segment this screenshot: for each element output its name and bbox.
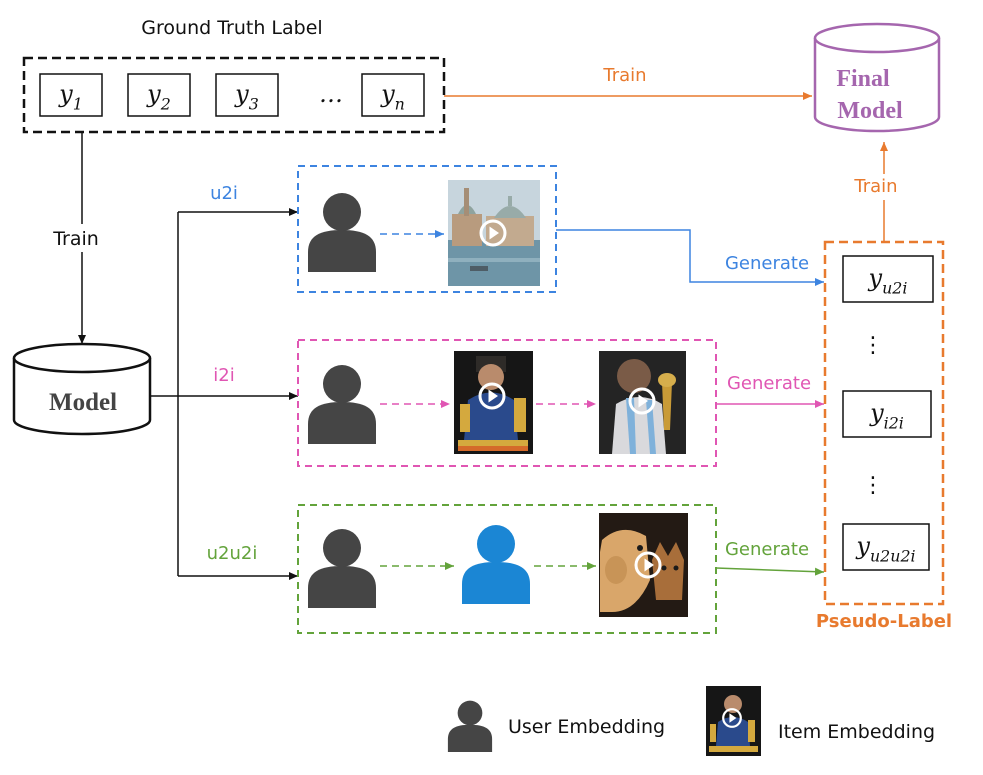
generate-u2u2i-arrow [715, 567, 825, 576]
train-right-label: Train [853, 176, 897, 197]
dog-and-cat-photo-icon [599, 513, 688, 617]
ground-truth-label-1-base: y [58, 80, 73, 108]
svg-text:…: … [319, 80, 343, 108]
legend-user-icon [447, 700, 493, 752]
ground-truth-label-5-base: y [380, 80, 395, 108]
pseudo-label-3-subscript: u2u2i [870, 546, 916, 565]
pseudo-label-2-subscript: i2i [884, 413, 904, 432]
ground-truth-label-2-base: y [146, 80, 161, 108]
ground-truth-title: Ground Truth Label [141, 17, 322, 39]
legend: User Embedding Item Embedding [447, 686, 935, 756]
ground-truth-label-4-base: … [319, 80, 343, 108]
generate-u2i-arrow [556, 229, 824, 286]
u2i-label: u2i [210, 183, 238, 204]
i2i-path-box [297, 339, 717, 467]
pseudo-label-1-subscript: u2i [882, 278, 907, 297]
venice-photo-icon [448, 180, 540, 286]
legend-item-label: Item Embedding [778, 721, 935, 743]
svg-text:yi2i: yi2i [869, 399, 904, 432]
svg-text:yu2u2i: yu2u2i [855, 532, 915, 565]
ground-truth-label-2: y2 [127, 73, 191, 117]
pseudo-label-1: yu2i [842, 255, 934, 303]
svg-text:yu2i: yu2i [868, 264, 908, 297]
final-model-label-line2: Model [837, 98, 903, 124]
model-label: Model [49, 389, 117, 416]
user-icon [308, 193, 376, 272]
u2u2i-path-box [297, 504, 717, 634]
ground-truth-label-5-subscript: n [395, 94, 405, 113]
pseudo-label-dots-1: ⋮ [862, 333, 884, 358]
ground-truth-label-3-base: y [234, 80, 249, 108]
final-model-label-line1: Final [836, 66, 890, 92]
pseudo-label-1-base: y [868, 264, 883, 292]
generate-u2u2i-label: Generate [725, 539, 809, 560]
basketball-champion-photo-icon [454, 351, 533, 454]
ground-truth-label-5: yn [361, 73, 425, 117]
ground-truth-label-3: y3 [215, 73, 279, 117]
ground-truth-label-2-subscript: 2 [160, 94, 171, 113]
final-model-cylinder: Final Model [813, 22, 941, 133]
ground-truth-label-3-subscript: 3 [249, 94, 259, 113]
train-left-label: Train [52, 228, 99, 250]
pseudo-label-3: yu2u2i [842, 523, 930, 571]
pseudo-label-2-base: y [869, 399, 884, 427]
generate-u2i-label: Generate [725, 253, 809, 274]
model-cylinder: Model [12, 342, 152, 436]
ground-truth-box [22, 56, 446, 134]
i2i-label: i2i [213, 365, 234, 386]
user-icon [308, 529, 376, 608]
u2u2i-label: u2u2i [207, 543, 258, 564]
pseudo-label-2: yi2i [842, 390, 932, 438]
train-top-label: Train [602, 65, 646, 86]
ground-truth-label-4: … [319, 80, 343, 108]
svg-text:yn: yn [380, 80, 405, 113]
ground-truth-label-1: y1 [39, 73, 103, 117]
legend-user-label: User Embedding [508, 716, 665, 738]
neighbor-user-icon [462, 525, 530, 604]
svg-text:y2: y2 [146, 80, 171, 113]
svg-text:y1: y1 [58, 80, 83, 113]
legend-item-icon [706, 686, 761, 756]
pseudo-label-dots-2: ⋮ [862, 473, 884, 498]
generate-i2i-label: Generate [727, 373, 811, 394]
svg-text:y3: y3 [234, 80, 259, 113]
pseudo-label-caption: Pseudo-Label [816, 611, 952, 632]
soccer-trophy-photo-icon [599, 351, 686, 454]
pseudo-label-3-base: y [855, 532, 870, 560]
user-icon [308, 365, 376, 444]
model-branches [150, 208, 298, 580]
ground-truth-label-1-subscript: 1 [73, 94, 83, 113]
